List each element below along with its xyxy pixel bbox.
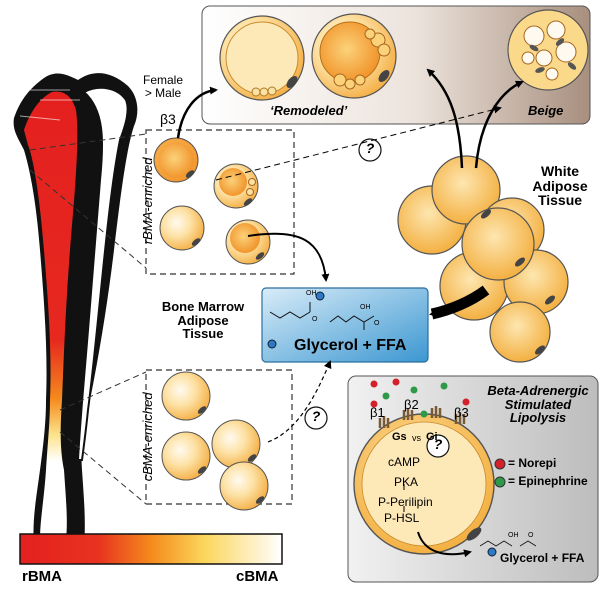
beta2-label: β2: [404, 397, 419, 412]
tibia-bone: [13, 73, 138, 554]
ffa-dot-2: [267, 339, 277, 349]
lipolysis-cell: [353, 413, 495, 555]
rbma-box: [145, 129, 295, 275]
oh-label-c: OH: [508, 532, 519, 539]
norepi-legend-dot: [494, 458, 506, 470]
cbma-scale-label: cBMA: [236, 568, 279, 585]
wat-line-2: Adipose: [532, 177, 588, 194]
rbma-cell-2: [213, 163, 259, 209]
epinephrine-legend-dot: [494, 476, 506, 488]
hormone-dots: [370, 378, 470, 418]
beta3-top-label: β3: [160, 111, 176, 127]
o-label-a: O: [312, 316, 318, 323]
lipolysis-line-2: Stimulated: [504, 396, 572, 412]
question-circle-bottom: [304, 406, 328, 430]
norepi-legend-label: = Norepi: [508, 456, 557, 470]
lipolysis-question-circle: [426, 434, 450, 458]
female-male-label: Female > Male: [138, 74, 188, 99]
white-adipose-cluster: [397, 155, 569, 363]
beta1-label: β1: [370, 405, 385, 420]
bone-connector-lines: [29, 133, 147, 505]
question-top: ?: [365, 140, 375, 156]
beta-receptors: [378, 406, 466, 428]
glycerol-ffa-box: [261, 287, 429, 363]
cbma-enriched-label: cBMA-enriched: [140, 392, 156, 482]
o-label-b: O: [374, 320, 380, 327]
glycerol-ffa-label: Glycerol + FFA: [294, 337, 407, 354]
p-hsl-label: P-HSL: [384, 511, 420, 525]
greater-male-label: > Male: [144, 85, 182, 100]
oh-label-a: OH: [306, 290, 317, 297]
pka-label: PKA: [394, 475, 419, 489]
vs-label: vs: [412, 433, 421, 443]
wat-line-1: White: [540, 163, 580, 179]
rbma-cell-3: [159, 205, 205, 251]
glycerol-ffa-small-label: Glycerol + FFA: [500, 551, 585, 565]
lipolysis-line-3: Lipolysis: [509, 410, 567, 426]
bmat-line-3: Tissue: [182, 326, 224, 342]
lipolysis-title: Beta-Adrenergic Stimulated Lipolysis: [482, 384, 594, 425]
small-ffa-dot: [487, 547, 497, 557]
ffa-structure-drawing: [269, 302, 375, 330]
rbma-cell-4: [225, 219, 271, 265]
lipolysis-line-1: Beta-Adrenergic: [487, 383, 589, 398]
remodeled-label: ‘Remodeled’: [270, 103, 348, 118]
cbma-cell-1: [161, 371, 211, 421]
camp-label: cAMP: [388, 455, 421, 469]
small-ffa-structure: [479, 540, 537, 547]
rbma-enriched-label: rBMA-enriched: [140, 157, 156, 245]
oh-label-b: OH: [360, 304, 371, 311]
question-lipolysis: ?: [433, 436, 443, 452]
white-adipose-label: White Adipose Tissue: [520, 164, 600, 208]
bma-color-scale: [19, 533, 283, 565]
remodeled-cell-2: [311, 13, 397, 99]
gi-label: Gi: [426, 431, 438, 443]
question-circle-top: [358, 138, 382, 162]
ffa-dot-1: [315, 291, 325, 301]
epinephrine-legend-label: = Epinephrine: [508, 474, 588, 488]
cbma-cell-3: [211, 419, 261, 469]
beta3-label: β3: [454, 405, 469, 420]
cbma-cell-2: [161, 431, 211, 481]
female-label: Female: [142, 73, 183, 87]
p-perilipin-label: P-Perilipin: [378, 495, 433, 509]
wat-line-3: Tissue: [537, 192, 583, 209]
remodeled-cell-1: [219, 15, 305, 101]
rbma-scale-label: rBMA: [22, 568, 62, 585]
remodeled-panel: [201, 5, 591, 125]
o-label-c: O: [528, 532, 534, 539]
beige-label: Beige: [528, 103, 564, 118]
gs-label: Gs: [392, 431, 407, 443]
rbma-cell-1: [153, 137, 199, 183]
bmat-line-2: Adipose: [177, 312, 229, 328]
cbma-box: [145, 369, 293, 505]
bmat-label: Bone Marrow Adipose Tissue: [150, 300, 256, 341]
beige-cell: [507, 9, 589, 91]
bmat-line-1: Bone Marrow: [161, 299, 245, 314]
question-bottom: ?: [311, 408, 321, 424]
arrows: [176, 68, 524, 558]
cbma-cell-4: [219, 461, 269, 511]
